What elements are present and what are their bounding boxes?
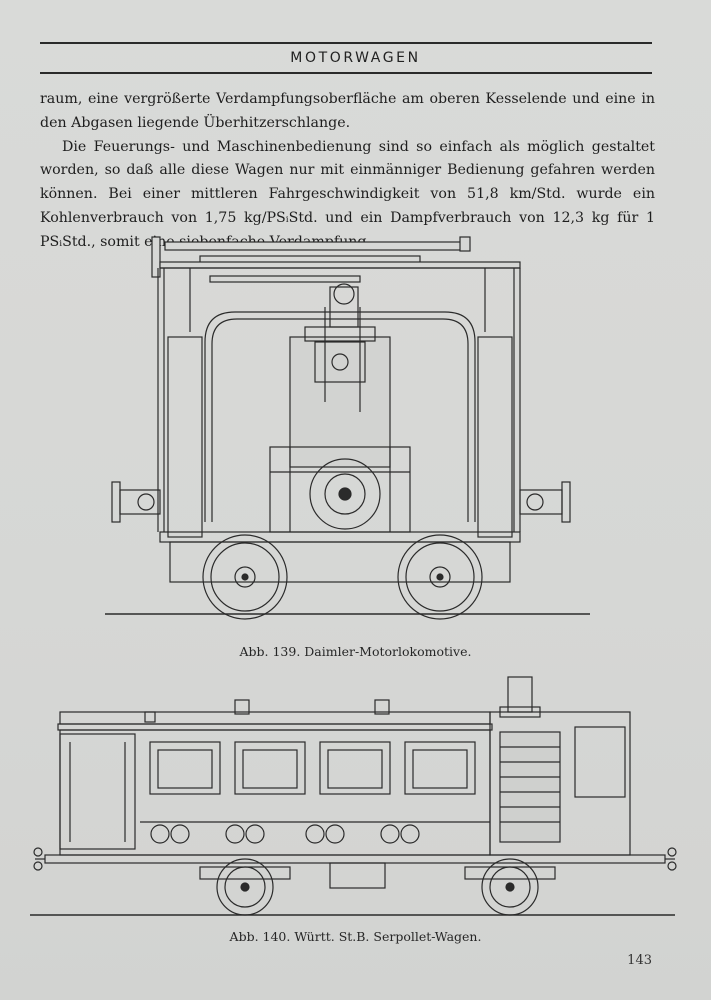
underframe <box>44 854 666 864</box>
wheels <box>199 858 556 916</box>
wheels <box>202 534 483 620</box>
seat-row <box>140 821 490 844</box>
body-text: raum, eine vergrößerte Verdampfungsoberf… <box>40 88 655 255</box>
paragraph-1: raum, eine vergrößerte Verdampfungsoberf… <box>40 91 655 131</box>
figure-139-caption: Abb. 139. Daimler-Motorlokomotive. <box>239 644 472 659</box>
frame-posts <box>157 268 521 532</box>
header-rule-bottom <box>40 72 652 74</box>
running-header: MOTORWAGEN <box>290 50 421 66</box>
header-rule-top <box>40 42 652 44</box>
carriage-windows <box>149 741 476 795</box>
figure-139-daimler-locomotive-drawing <box>105 236 590 620</box>
paragraph-2: Die Feuerungs- und Maschinenbedienung si… <box>40 138 655 250</box>
central-boiler <box>289 283 391 468</box>
boiler-compartment <box>489 711 631 856</box>
tank-arch <box>204 311 476 522</box>
underframe <box>159 531 521 543</box>
buffers <box>111 481 571 523</box>
figure-140-serpollet-wagon-drawing <box>30 676 677 916</box>
figure-140-caption: Abb. 140. Württ. St.B. Serpollet-Wagen. <box>229 929 482 944</box>
right-tank <box>477 336 513 538</box>
left-tank <box>167 336 203 538</box>
roof-pipes <box>151 236 521 283</box>
carriage-roof <box>57 699 493 731</box>
page-number: 143 <box>627 953 652 968</box>
